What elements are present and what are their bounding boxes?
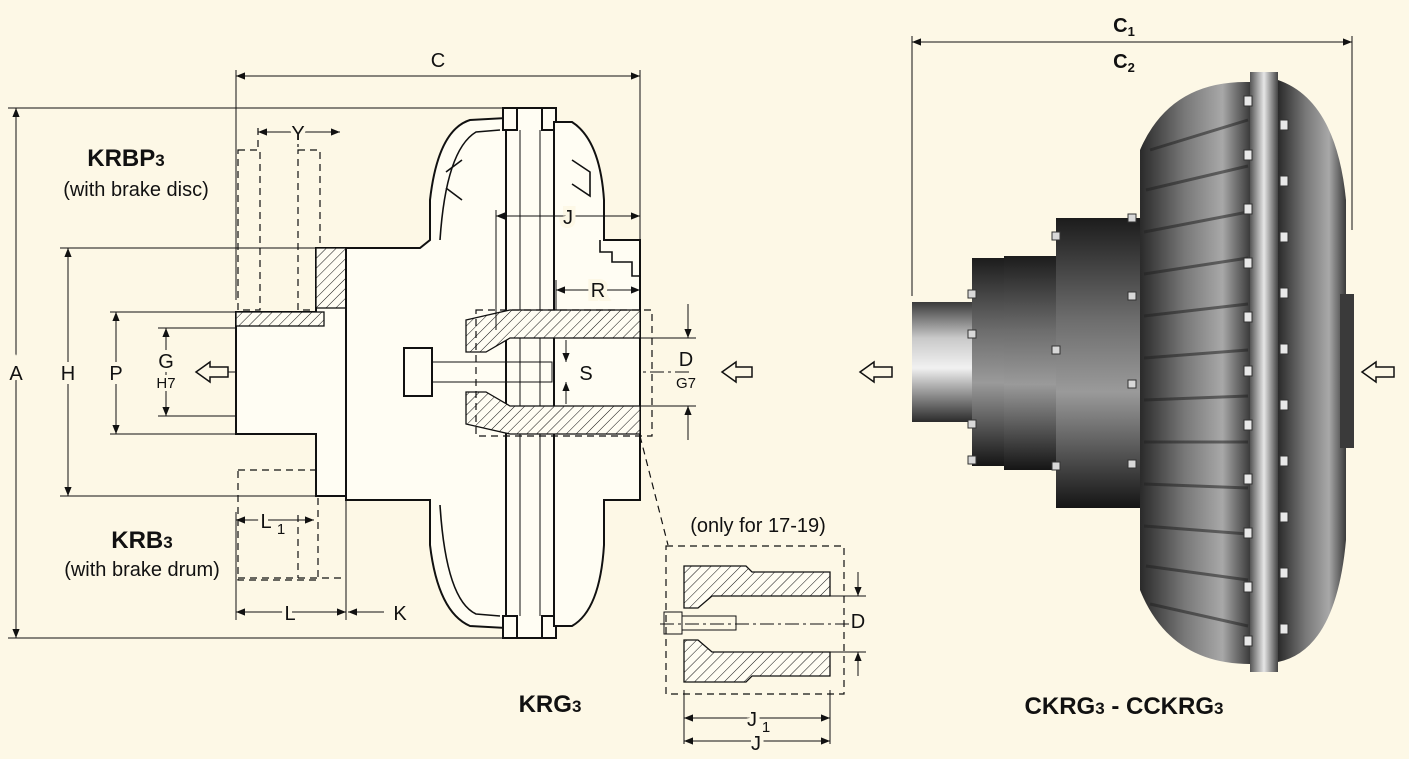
detail-box [665, 545, 845, 695]
sleeve-bottom [465, 391, 641, 435]
dim-y: Y [291, 123, 304, 145]
detail-note: (only for 17-19) [690, 515, 826, 537]
krb3-title: KRB3 [111, 527, 172, 554]
housing-right [553, 121, 641, 627]
dim-l1: L [260, 511, 271, 533]
dim-a: A [9, 363, 23, 385]
dim-s: S [579, 363, 592, 385]
detail-leader [639, 435, 669, 546]
hub-hatch [235, 311, 325, 327]
dim-p: P [109, 363, 122, 385]
vane-top-l [445, 159, 463, 201]
detail-view-17-19: (only for 17-19) D J 1 J [660, 515, 866, 759]
render-fins [1143, 118, 1249, 628]
detail-sleeve-bottom [683, 639, 831, 683]
detail-dim-j1-sub: 1 [762, 719, 770, 736]
dim-l1-sub: 1 [277, 521, 285, 538]
dim-c: C [431, 50, 445, 72]
dim-c1: C1 [1113, 15, 1135, 39]
render-body-right [1278, 80, 1346, 662]
ckrg3-cckrg3-title: CKRG3 - CCKRG3 [1025, 693, 1224, 720]
center-flange [505, 107, 555, 639]
krbp3-description: (with brake disc) [63, 179, 209, 201]
render-input-arrow-icon [1360, 360, 1395, 384]
coupling-hatch [315, 247, 347, 309]
dim-c2: C2 [1113, 51, 1135, 75]
render-end-cap [1340, 294, 1354, 448]
krbp3-title: KRBP3 [87, 145, 164, 172]
detail-sleeve-top [683, 565, 831, 609]
dim-r: R [591, 280, 605, 302]
input-arrow-icon [194, 360, 229, 384]
render-output-arrow-icon [858, 360, 893, 384]
output-arrow-icon [720, 360, 753, 384]
dim-h: H [61, 363, 75, 385]
render-hub-bolts [967, 213, 1137, 471]
detail-dim-j1: J [747, 709, 757, 731]
flange-bolt-top-l [502, 107, 518, 131]
krb3-description: (with brake drum) [64, 559, 220, 581]
detail-dim-j: J [751, 733, 761, 754]
dim-k: K [393, 603, 407, 625]
detail-dim-d: D [851, 611, 865, 633]
axial-bolt [431, 361, 553, 383]
section-drawing-krg3: C A H P G H7 Y J R [5, 50, 753, 718]
dim-j: J [563, 207, 573, 229]
dim-d: D [679, 349, 693, 371]
render-hub-2 [1004, 256, 1060, 470]
dim-d-tolerance: G7 [676, 375, 696, 392]
coupling-3d-render: C1 C2 [858, 15, 1395, 720]
brake-outline-dashed [237, 128, 345, 581]
dim-g: G [158, 351, 174, 373]
detail-box-main [475, 309, 653, 437]
dim-g-tolerance: H7 [156, 375, 175, 392]
flange-bolt-bot-l [502, 615, 518, 639]
axial-bolt-head [403, 347, 433, 397]
vane-top-r [571, 159, 591, 198]
dim-l: L [284, 603, 295, 625]
flange-bolt-top-r [541, 107, 557, 131]
housing-inner-top [439, 129, 501, 241]
render-flange-bolts [1243, 95, 1289, 647]
step-outline [599, 240, 640, 277]
krg3-title: KRG3 [519, 691, 582, 718]
housing-inner-bottom [439, 504, 501, 617]
render-shaft [912, 302, 982, 422]
render-flange [1250, 72, 1278, 672]
sleeve-top [465, 309, 641, 353]
